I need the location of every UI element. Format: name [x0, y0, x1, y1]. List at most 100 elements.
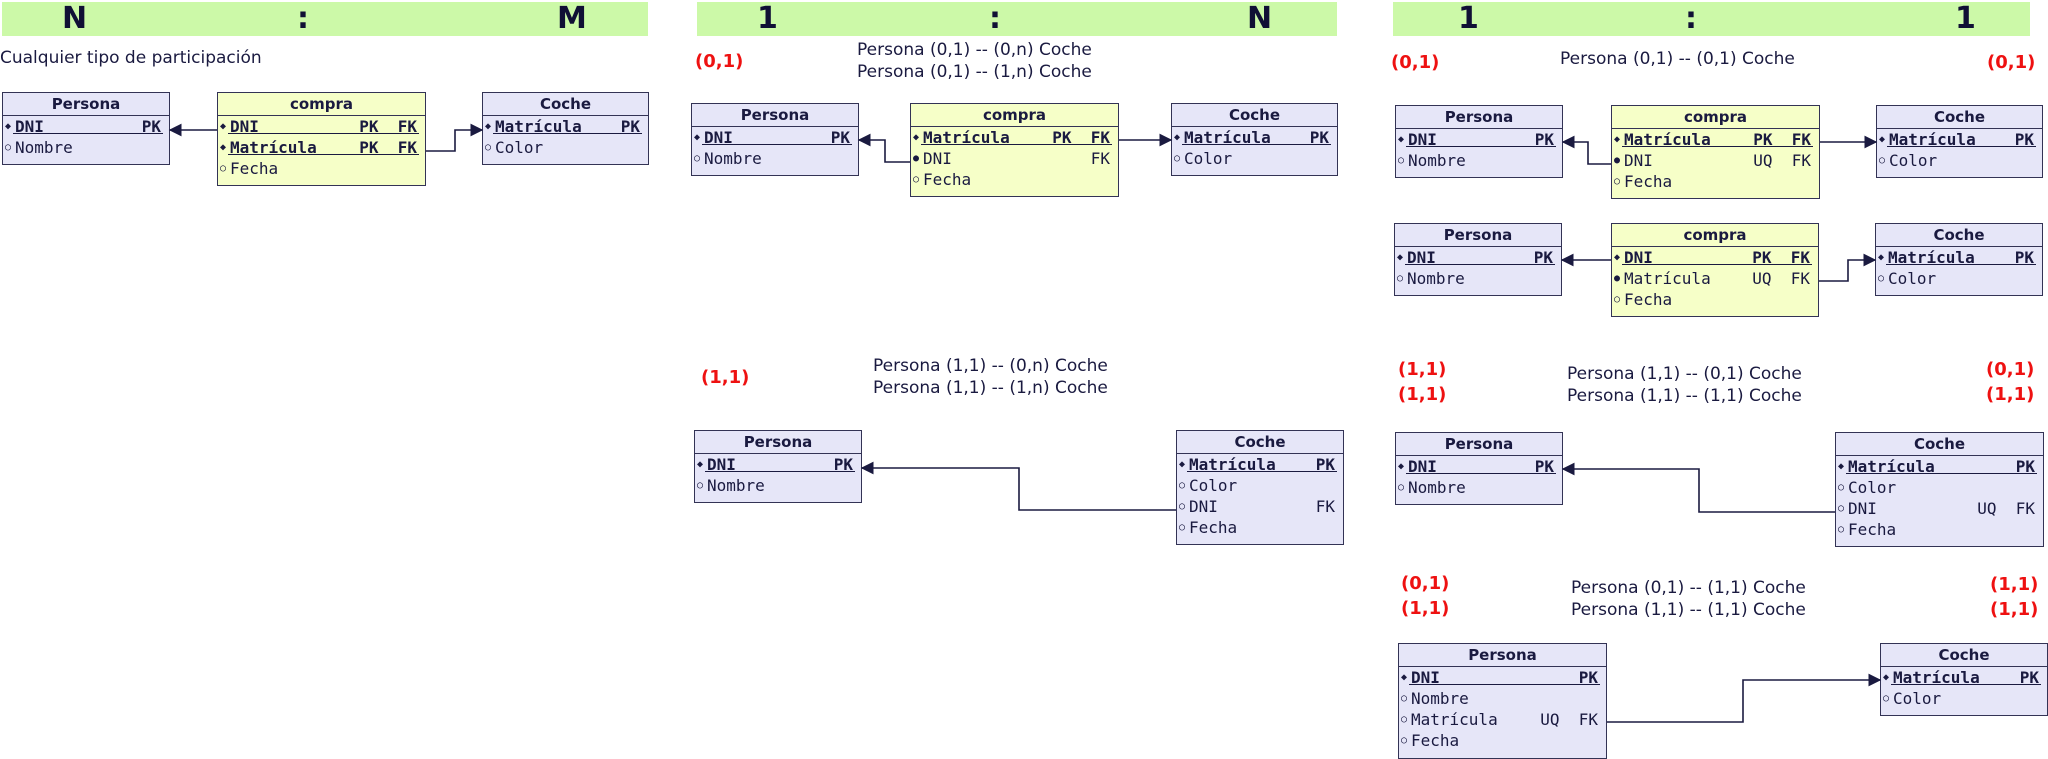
- cardinality-label: (0,1): [1987, 52, 2036, 73]
- entity-title: Persona: [1396, 433, 1562, 456]
- attr-row: ○Color: [1174, 149, 1233, 168]
- attr-row: ○Color: [1879, 151, 1938, 170]
- attr-row: ○Fecha: [1838, 520, 1897, 539]
- relationship-text: Persona (1,1) -- (1,1) Coche: [1571, 600, 1806, 620]
- attr-row: ○Color: [1179, 476, 1238, 495]
- cardinality-label: (0,1): [1391, 52, 1440, 73]
- connector-arrow: [426, 123, 484, 152]
- banner-1-1: 1 : 1: [1393, 2, 2030, 36]
- banner-right: N: [1247, 1, 1273, 36]
- banner-mid: :: [297, 1, 309, 36]
- entity-title: compra: [1612, 224, 1818, 247]
- banner-right: 1: [1955, 1, 1976, 36]
- connector-arrow: [1561, 462, 1835, 513]
- entity-title: compra: [218, 93, 425, 116]
- banner-left: 1: [1458, 1, 1479, 36]
- connector-arrow: [1819, 253, 1877, 282]
- connector-arrow: [857, 133, 910, 163]
- cardinality-label: (0,1): [695, 51, 744, 72]
- relationship-text: Persona (1,1) -- (0,1) Coche: [1567, 364, 1802, 384]
- attr-row: ○Fecha: [220, 159, 279, 178]
- attr-row: ○Nombre: [5, 138, 73, 157]
- attr-row: ○Fecha: [1614, 172, 1673, 191]
- connector-arrow: [1561, 135, 1611, 165]
- attr-row: ○Nombre: [1398, 151, 1466, 170]
- cardinality-label: (1,1): [1401, 598, 1450, 619]
- entity-title: Persona: [1399, 644, 1606, 667]
- cardinality-label: (1,1): [701, 367, 750, 388]
- panel1-caption: Cualquier tipo de participación: [0, 48, 262, 68]
- entity-title: Coche: [1876, 224, 2042, 247]
- attr-row: ○Nombre: [1401, 689, 1469, 708]
- cardinality-label: (0,1): [1401, 573, 1450, 594]
- entity-title: Coche: [1836, 433, 2043, 456]
- relationship-text: Persona (1,1) -- (1,1) Coche: [1567, 386, 1802, 406]
- entity-title: compra: [1612, 106, 1819, 129]
- banner-1-n: 1 : N: [697, 2, 1337, 36]
- entity-title: Coche: [1177, 431, 1343, 454]
- connector-arrow: [1607, 673, 1882, 723]
- entity-title: Persona: [1396, 106, 1562, 129]
- attr-row: ○Nombre: [697, 476, 765, 495]
- cardinality-label: (1,1): [1986, 384, 2035, 405]
- entity-title: Persona: [692, 104, 858, 127]
- relationship-text: Persona (0,1) -- (1,n) Coche: [857, 62, 1092, 82]
- entity-title: Coche: [1881, 644, 2047, 667]
- banner-left: 1: [757, 1, 778, 36]
- entity-title: Coche: [483, 93, 648, 116]
- attr-row: ○Color: [1878, 269, 1937, 288]
- banner-mid: :: [1685, 1, 1697, 36]
- entity-title: Coche: [1172, 104, 1337, 127]
- relationship-text: Persona (1,1) -- (1,n) Coche: [873, 378, 1108, 398]
- attr-row: ○Color: [1838, 478, 1897, 497]
- entity-title: compra: [911, 104, 1118, 127]
- connector-arrow: [860, 461, 1176, 511]
- entity-title: Coche: [1877, 106, 2042, 129]
- relationship-text: Persona (0,1) -- (0,n) Coche: [857, 40, 1092, 60]
- attr-row: ○Nombre: [694, 149, 762, 168]
- attr-row: ○Color: [485, 138, 544, 157]
- relationship-text: Persona (0,1) -- (0,1) Coche: [1560, 49, 1795, 69]
- attr-row: ○Nombre: [1398, 478, 1466, 497]
- cardinality-label: (1,1): [1398, 384, 1447, 405]
- attr-row: ○Fecha: [913, 170, 972, 189]
- relationship-text: Persona (0,1) -- (1,1) Coche: [1571, 578, 1806, 598]
- relationship-text: Persona (1,1) -- (0,n) Coche: [873, 356, 1108, 376]
